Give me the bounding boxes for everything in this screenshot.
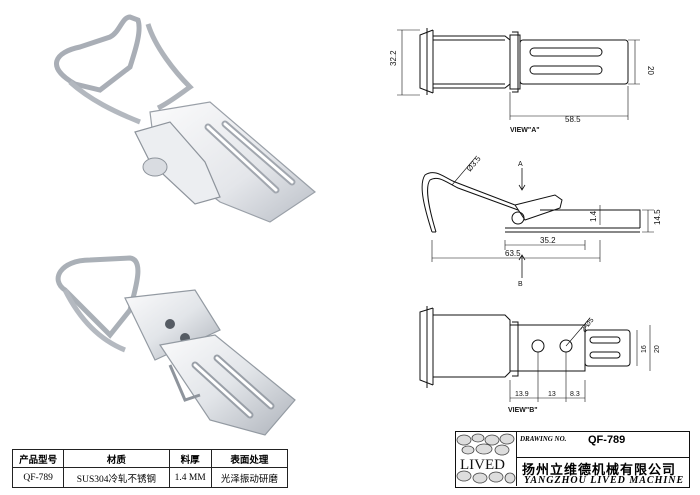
dim-side-height: 14.5	[653, 209, 662, 225]
dim-top-width: 20	[646, 66, 655, 75]
view-side	[421, 157, 654, 278]
dim-side-total: 63.5	[505, 249, 521, 258]
drawing-number: QF-789	[588, 434, 626, 446]
spec-header-model: 产品型号	[11, 449, 65, 468]
spec-value-material: SUS304冷轧不锈钢	[63, 467, 170, 488]
logo-text: LIVED	[460, 457, 505, 473]
dim-bot-d3: 8.3	[570, 391, 580, 398]
spec-value-finish: 光泽振动研磨	[210, 467, 289, 488]
dim-top-length: 58.5	[565, 115, 581, 124]
spec-value-thickness: 1.4 MM	[168, 467, 212, 488]
view-a-label: VIEW"A"	[510, 127, 540, 134]
spec-table: 产品型号 材质 料厚 表面处理 QF-789 SUS304冷轧不锈钢 1.4 M…	[11, 449, 289, 488]
dim-side-thickness: 1.4	[589, 210, 598, 222]
dim-top-height: 32.2	[389, 50, 398, 66]
title-block-divider	[516, 457, 689, 458]
dim-bot-h1: 16	[641, 345, 648, 353]
arrow-a-label: A	[518, 161, 523, 168]
spec-value-row: QF-789 SUS304冷轧不锈钢 1.4 MM 光泽振动研磨	[11, 467, 289, 488]
spec-header-thickness: 料厚	[168, 449, 212, 468]
drawing-no-label: DRAWING NO.	[520, 435, 567, 443]
dim-hole-dia: 2-Ø5	[580, 317, 595, 334]
spec-value-model: QF-789	[11, 467, 65, 488]
view-b-label: VIEW"B"	[508, 407, 538, 414]
spec-header-finish: 表面处理	[210, 449, 289, 468]
dim-bot-d1: 13.9	[515, 391, 529, 398]
dim-side-mid: 35.2	[540, 236, 556, 245]
view-a	[397, 28, 640, 120]
dim-bot-h2: 20	[654, 345, 661, 353]
arrow-b-label: B	[518, 281, 523, 288]
company-name-cn: 扬州立维德机械有限公司	[522, 463, 677, 478]
spec-header-row: 产品型号 材质 料厚 表面处理	[11, 449, 289, 468]
company-name-en: YANGZHOU LIVED MACHINE	[524, 475, 685, 486]
latch-photo-top	[54, 14, 316, 223]
dim-wire-dia: Ø3.5	[465, 154, 483, 173]
spec-header-material: 材质	[63, 449, 170, 468]
title-block: LIVED DRAWING NO. QF-789 扬州立维德机械有限公司 YAN…	[455, 431, 690, 488]
dim-bot-d2: 13	[548, 391, 556, 398]
view-b	[419, 306, 651, 402]
company-logo: LIVED	[456, 432, 517, 486]
latch-photo-bottom	[55, 255, 296, 436]
